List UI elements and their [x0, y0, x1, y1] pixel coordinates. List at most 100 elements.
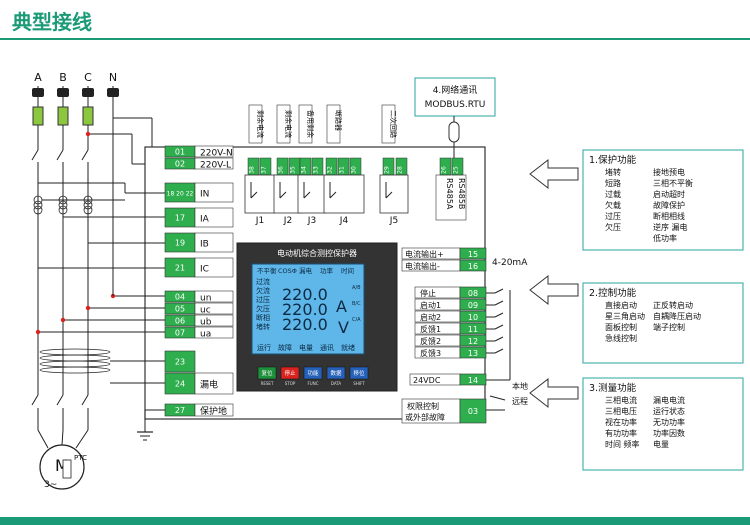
terminal-number: 09 — [468, 301, 478, 310]
connector-icon — [57, 88, 69, 97]
lcd-left-label: 欠流 — [256, 286, 270, 295]
lcd-top-label: 不平衡 — [257, 266, 277, 275]
network-title: 4.网络通讯 — [433, 84, 478, 96]
terminal-number: 27 — [175, 406, 185, 415]
phase-label-C: C — [84, 71, 92, 84]
lcd-bottom-label: 运行 — [257, 343, 271, 352]
button-sub-label: SHIFT — [353, 381, 365, 386]
terminal-number: 04 — [175, 293, 185, 302]
lcd-bottom-label: 通讯 — [320, 343, 334, 352]
feature-panel — [582, 149, 744, 251]
panel-item: 视在功率 — [605, 417, 637, 427]
terminal-number: 25 — [453, 166, 460, 174]
terminal-label: IC — [200, 265, 209, 275]
terminal-label-box — [194, 314, 234, 327]
panel-item: 欠压 — [605, 222, 621, 232]
analog-range: 4-20mA — [492, 258, 528, 268]
relay-name: J3 — [307, 216, 316, 226]
panel-item: 三相电流 — [605, 395, 637, 405]
terminal-label: IA — [200, 215, 210, 225]
lcd-phase-tag: A/B — [352, 285, 361, 291]
fuse-icon — [32, 106, 44, 126]
terminal-label: 保护地 — [200, 405, 227, 417]
control-switch-icon — [494, 300, 504, 306]
relay-contact-icon — [250, 191, 258, 199]
relay-contact-icon — [303, 191, 311, 199]
junction-dot — [85, 131, 91, 137]
lcd-left-label: 堵转 — [256, 322, 270, 331]
control-label: 反馈2 — [420, 336, 441, 346]
terminal-label: ua — [200, 330, 211, 340]
terminal-number: 37 — [261, 166, 268, 174]
arrow-icon — [529, 158, 579, 190]
terminal-number: 13 — [468, 349, 478, 358]
terminal-number: 36 — [278, 166, 285, 174]
panel-item: 断相相线 — [653, 211, 685, 221]
ptc-sensor-icon — [62, 459, 72, 479]
terminal-label-box — [194, 157, 234, 170]
terminal-label: un — [200, 294, 211, 304]
panel-item: 欠载 — [605, 200, 621, 210]
terminal-number: 03 — [468, 407, 478, 416]
rs485-label: RS485A — [445, 178, 454, 210]
lcd-reading: 220.0 — [282, 285, 328, 304]
relay-label: 剩余电流 — [256, 110, 265, 138]
relay-contact-box — [323, 174, 365, 214]
terminal-label: 220V-L — [200, 161, 231, 171]
terminal-number: 08 — [468, 289, 478, 298]
network-box — [414, 77, 496, 117]
relay-label: 备用剩余 — [306, 110, 315, 138]
terminal-number: 38 — [249, 166, 256, 174]
lcd-unit-a: A — [336, 297, 347, 316]
relay-contact-box — [244, 174, 276, 214]
junction-dot — [35, 329, 41, 335]
control-switch-icon — [494, 348, 504, 354]
footer-bar — [0, 517, 750, 525]
terminal-number: 34 — [301, 166, 308, 174]
button-label: 移位 — [353, 369, 365, 377]
motor-lead — [75, 429, 89, 449]
terminal-number: 24 — [175, 380, 185, 389]
panel-title: 2.控制功能 — [589, 287, 637, 299]
residual-ct-icon — [39, 354, 111, 362]
lcd-reading: 220.0 — [282, 315, 328, 334]
lcd-top-label: COSΦ — [278, 267, 297, 275]
residual-ct-icon — [39, 348, 111, 356]
terminal-number: 28 — [397, 166, 404, 174]
control-switch-icon — [494, 312, 504, 318]
lcd-screen — [251, 263, 365, 355]
relay-label-tag — [381, 104, 396, 144]
panel-title: 1.保护功能 — [589, 154, 637, 166]
panel-item: 故障保护 — [653, 200, 685, 210]
device-button-func — [303, 366, 323, 380]
terminal-label: 220V-N — [200, 149, 233, 159]
button-sub-label: FUNC — [307, 381, 318, 386]
terminal-label: 漏电 — [200, 379, 218, 391]
panel-item: 面板控制 — [605, 322, 637, 332]
button-sub-label: DATA — [331, 381, 342, 386]
relay-label-tag — [326, 104, 341, 144]
button-sub-label: STOP — [285, 381, 296, 386]
terminal-label-box — [194, 372, 234, 395]
switch-icon — [56, 149, 64, 161]
control-label: 启动2 — [420, 312, 441, 322]
relay-name: J5 — [389, 216, 398, 226]
relay-contact-icon — [385, 191, 393, 199]
connector-icon — [107, 88, 119, 97]
terminal-number: 10 — [468, 313, 478, 322]
button-sub-label: RESET — [261, 381, 274, 386]
remote-label: 远程 — [512, 397, 528, 406]
terminal-label: ub — [200, 318, 212, 328]
analog-terminal-15 — [459, 247, 487, 260]
panel-item: 过载 — [605, 189, 621, 199]
lcd-top-label: 时间 — [341, 266, 354, 275]
motor-lead — [61, 429, 64, 446]
control-switch-icon — [494, 336, 504, 342]
terminal-number: 23 — [175, 358, 185, 367]
switch-icon — [81, 394, 89, 406]
network-protocol: MODBUS.RTU — [425, 100, 486, 110]
terminal-label-box — [194, 403, 234, 417]
coupler-icon — [448, 121, 460, 143]
analog-terminal-16 — [459, 259, 487, 272]
